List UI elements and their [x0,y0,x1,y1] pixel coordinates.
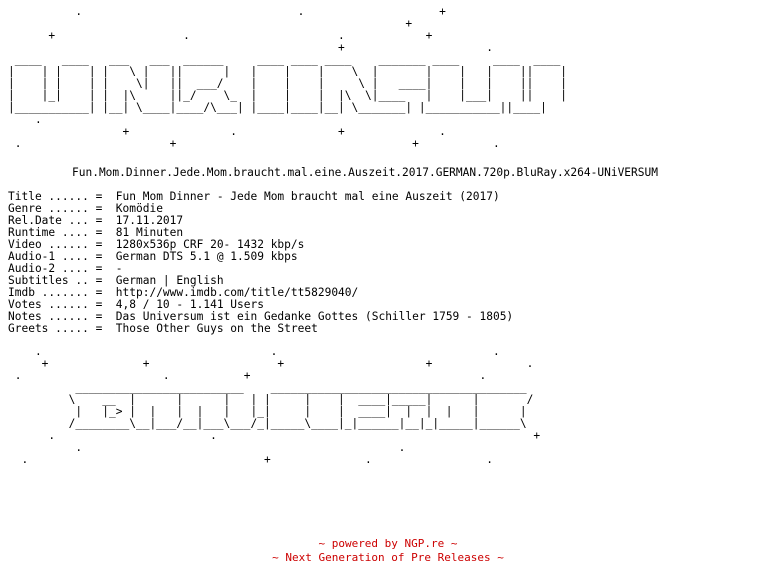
info-row: Notes ...... = Das Universum ist ein Ged… [8,311,513,323]
info-separator: = [88,286,116,299]
info-value: http://www.imdb.com/title/tt5829040/ [115,286,359,299]
info-value: German | English [115,274,224,287]
info-separator: = [88,250,116,263]
info-value: 17.11.2017 [115,214,184,227]
info-value: - [115,262,123,275]
info-row: Runtime .... = 81 Minuten [8,227,513,239]
info-key: Votes ...... [8,298,89,311]
info-key: Greets ..... [8,322,89,335]
footer-powered-by[interactable]: ~ powered by NGP.re ~ [318,537,458,550]
info-separator: = [88,214,116,227]
info-separator: = [88,226,116,239]
release-name: Fun.Mom.Dinner.Jede.Mom.braucht.mal.eine… [72,166,658,179]
info-key: Rel.Date ... [8,214,89,227]
info-key: Video ...... [8,238,89,251]
info-key: Runtime .... [8,226,89,239]
info-separator: = [88,202,116,215]
footer-tagline: ~ Next Generation of Pre Releases ~ [272,551,504,564]
info-value: Those Other Guys on the Street [115,322,318,335]
info-key: Title ...... [8,190,89,203]
info-key: Imdb ....... [8,286,89,299]
info-value: 1280x536p CRF 20- 1432 kbp/s [115,238,305,251]
info-row: Video ...... = 1280x536p CRF 20- 1432 kb… [8,239,513,251]
info-separator: = [88,274,116,287]
info-row: Subtitles .. = German | English [8,275,513,287]
info-separator: = [88,310,116,323]
info-value: Fun Mom Dinner - Jede Mom braucht mal ei… [115,190,500,203]
info-row: Audio-2 .... = - [8,263,513,275]
info-key: Genre ...... [8,202,89,215]
info-row: Genre ...... = Komödie [8,203,513,215]
info-separator: = [88,262,116,275]
info-separator: = [88,190,116,203]
info-value: Das Universum ist ein Gedanke Gottes (Sc… [115,310,514,323]
info-key: Notes ...... [8,310,89,323]
info-value: 81 Minuten [115,226,184,239]
info-row: Title ...... = Fun Mom Dinner - Jede Mom… [8,191,513,203]
info-separator: = [88,238,116,251]
info-row: Greets ..... = Those Other Guys on the S… [8,323,513,335]
info-key: Audio-1 .... [8,250,89,263]
info-value: Komödie [115,202,163,215]
info-table: Title ...... = Fun Mom Dinner - Jede Mom… [8,191,513,335]
info-row: Audio-1 .... = German DTS 5.1 @ 1.509 kb… [8,251,513,263]
info-separator: = [88,322,116,335]
info-separator: = [88,298,116,311]
logo-top-art: . . + + + . . + [8,5,568,150]
logo-bottom-art: . . . + + + + . . . + [14,345,541,466]
info-row: Imdb ....... = http://www.imdb.com/title… [8,287,513,299]
info-key: Audio-2 .... [8,262,89,275]
info-row: Votes ...... = 4,8 / 10 - 1.141 Users [8,299,513,311]
info-row: Rel.Date ... = 17.11.2017 [8,215,513,227]
info-value: 4,8 / 10 - 1.141 Users [115,298,264,311]
info-value: German DTS 5.1 @ 1.509 kbps [115,250,298,263]
info-key: Subtitles .. [8,274,89,287]
